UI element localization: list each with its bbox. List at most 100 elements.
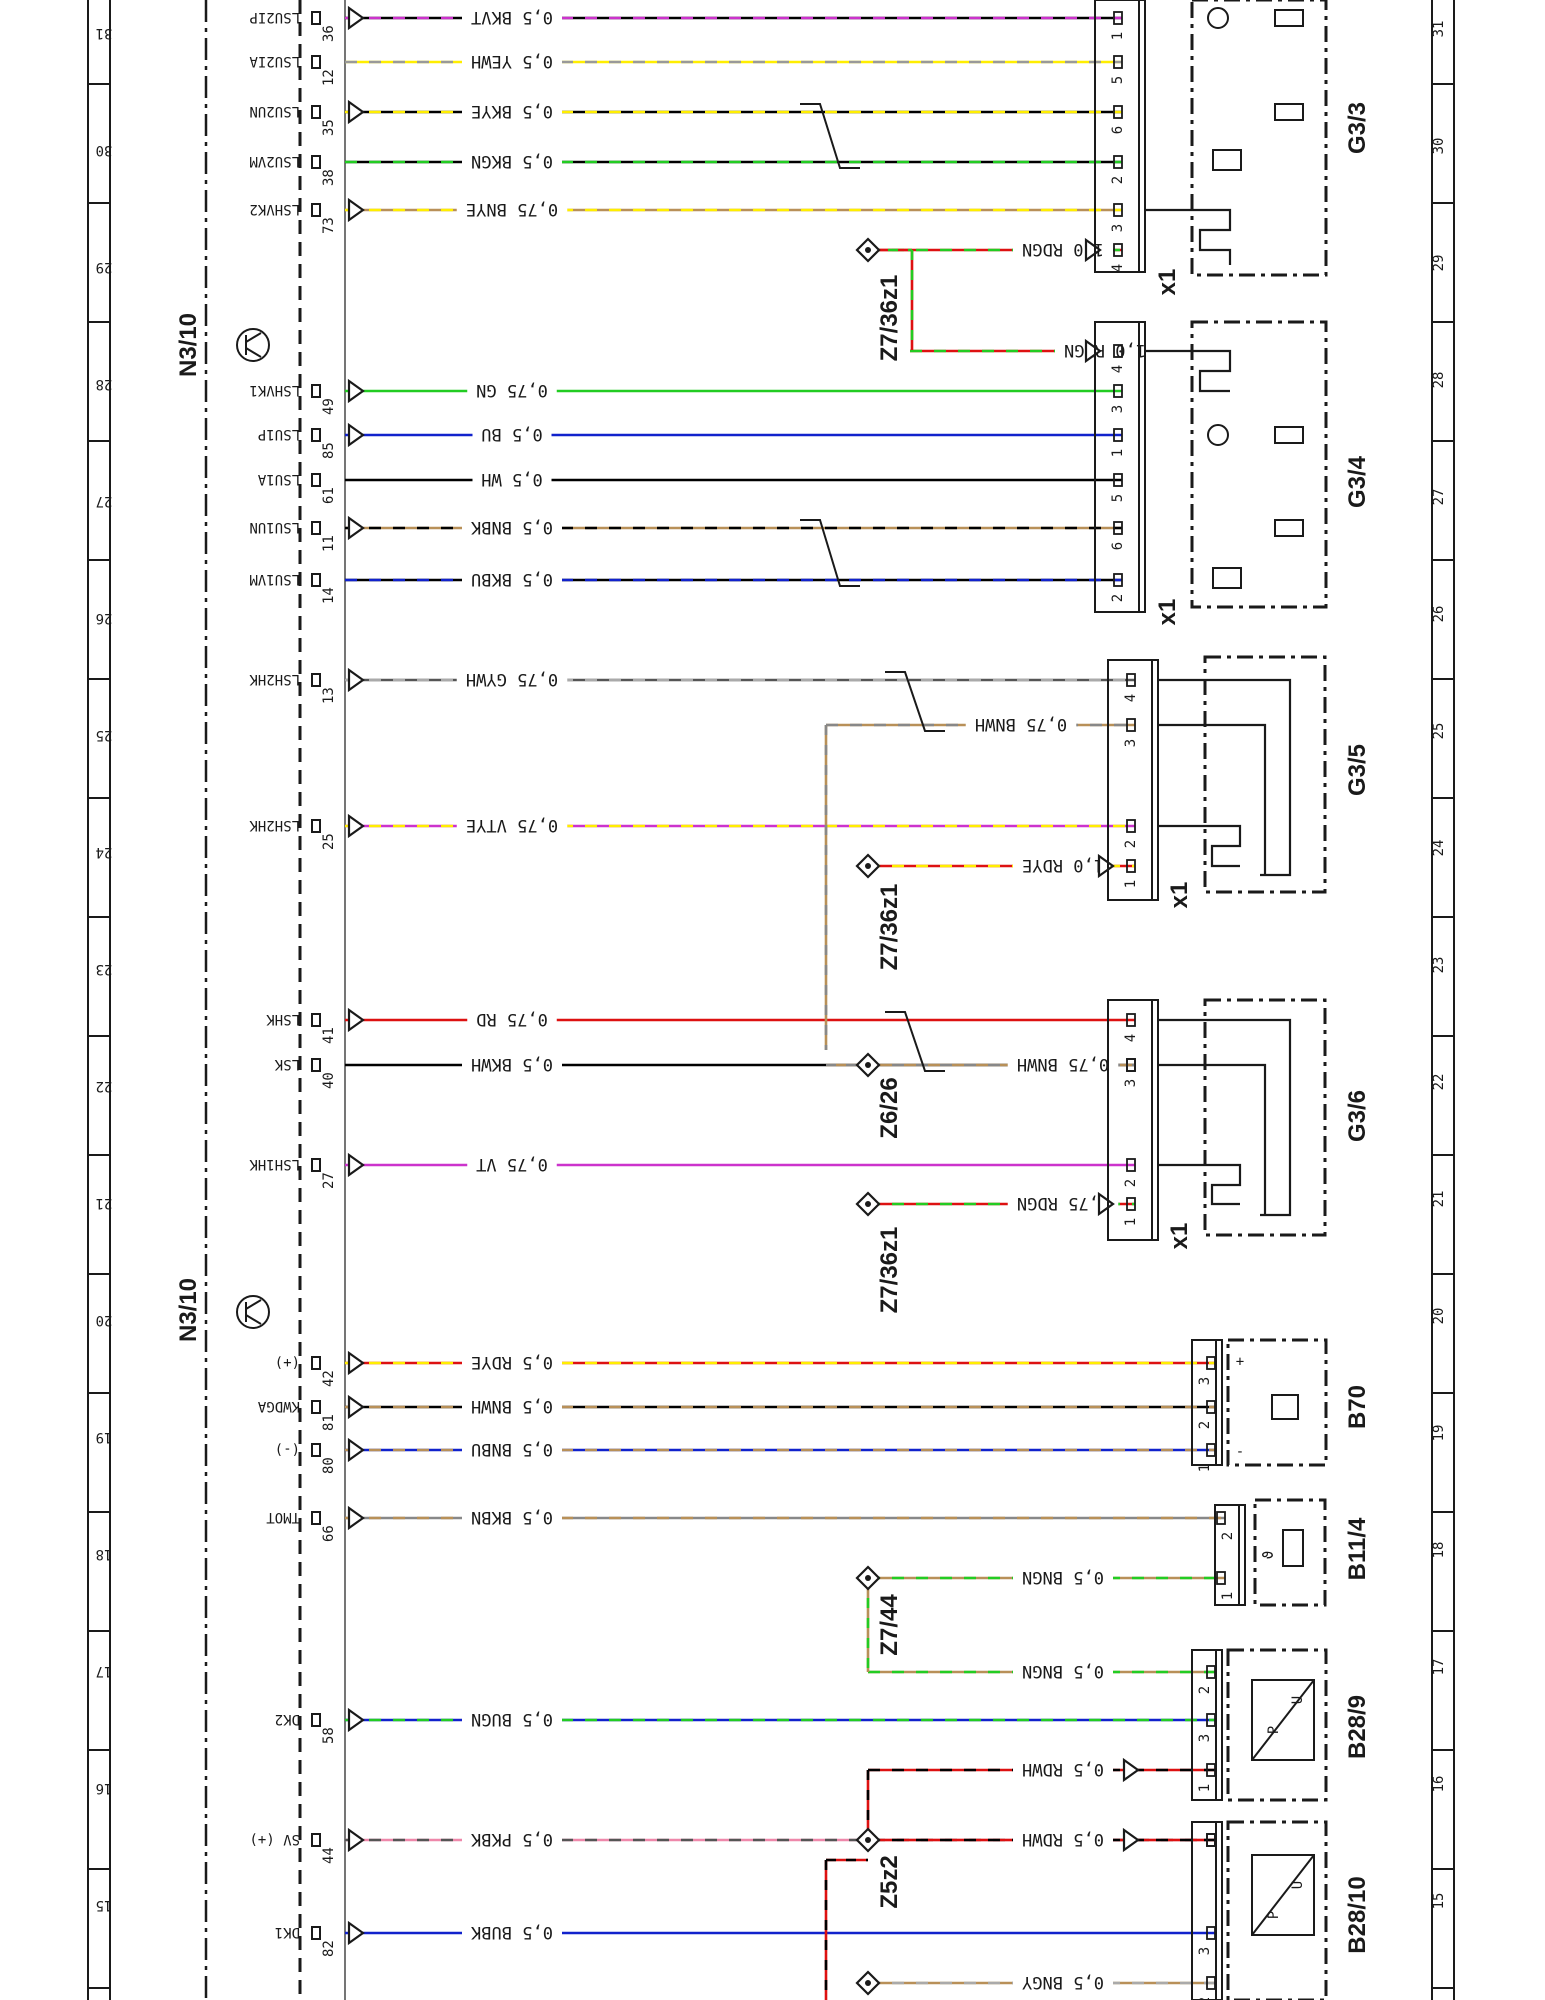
connector-label-x1: x1: [1154, 599, 1181, 626]
g34-variable-resistor-icon: [1212, 567, 1242, 589]
wire-label-bg: [462, 1828, 562, 1852]
ecu-pin-terminal: [311, 1013, 321, 1027]
ecu-pin-number: 80: [321, 1457, 337, 1474]
g35-sensor-element: [1158, 678, 1292, 877]
wire-label: 0,5 BKYE: [471, 101, 553, 121]
connector-pin-number: 4: [1123, 1034, 1139, 1042]
ecu-label-top: N3/10: [175, 313, 202, 377]
b289-pressure-sensor-icon: [1251, 1679, 1315, 1761]
ecu-pin-terminal: [311, 384, 321, 398]
wire-label: 0,75 GN: [476, 380, 548, 400]
twisted-pair-mark: [800, 519, 860, 587]
ecu-pin-terminal: [311, 819, 321, 833]
component-pin-terminal: [1113, 203, 1123, 217]
grid-number: 28: [1431, 372, 1447, 389]
grid-number: 31: [96, 25, 113, 41]
pu-sensor-u: U: [1290, 1696, 1306, 1704]
wire: 0,5 RDWH: [868, 1757, 1216, 1783]
component-pin-terminal: [1126, 859, 1136, 873]
component-label-b2810: B28/10: [1344, 1876, 1371, 1953]
grid-number: 15: [96, 1897, 113, 1913]
ecu-pin-terminal: [311, 1511, 321, 1525]
wire-arrow: [347, 667, 365, 693]
wire-label: 0,5 RDWH: [1022, 1829, 1104, 1849]
connector-body: [1094, 0, 1146, 273]
component-housing: [1190, 0, 1328, 277]
component-pin-terminal: [1126, 1058, 1136, 1072]
ecu-pin-terminal: [311, 1158, 321, 1172]
ecu-signal-name: LSU1P: [258, 426, 300, 442]
wire-label: 0,5 BNBU: [471, 1439, 553, 1459]
component-pin-terminal: [1113, 384, 1123, 398]
ecu-pin-terminal: [311, 473, 321, 487]
connector-body: [1191, 1649, 1223, 1801]
component-pin-terminal: [1113, 428, 1123, 442]
connector-body: [1214, 1504, 1246, 1606]
splice-dot: [865, 1837, 871, 1843]
wire-label-bg: [462, 1351, 562, 1375]
splice-label: Z7/44: [876, 1594, 903, 1656]
b289-sensor-diagonal: [1251, 1679, 1315, 1761]
ecu-pin-number: 27: [321, 1172, 337, 1189]
wire-label: 0,5 BNGN: [1022, 1567, 1104, 1587]
grid-number: 22: [1431, 1074, 1447, 1091]
wire-label-bg: [462, 1921, 562, 1945]
wire-label: 0,75 BNWH: [1017, 1054, 1109, 1074]
ecu-signal-name: TMOT: [266, 1509, 300, 1525]
wire: 0,5 BNGY: [868, 1971, 1216, 1995]
wire-arrow: [1084, 237, 1102, 263]
ecu-pin-terminal: [311, 203, 321, 217]
component-pin-terminal: [1126, 673, 1136, 687]
grid-number: 23: [1431, 957, 1447, 974]
splice-label: Z7/36z1: [876, 1227, 903, 1314]
ecu-pin-number: 42: [321, 1370, 337, 1387]
grid-number: 26: [1431, 606, 1447, 623]
wire-arrow: [347, 515, 365, 541]
wire-label-bg: [462, 1438, 562, 1462]
ecu-pin-number: 44: [321, 1847, 337, 1864]
connector-pin-number: 1: [1110, 449, 1126, 457]
connector-pin-number: 6: [1110, 542, 1126, 550]
splice-dot: [865, 1062, 871, 1068]
wire-label: 0,5 BUGN: [471, 1709, 553, 1729]
wire-label-bg: [462, 516, 562, 540]
splice-dot: [865, 1201, 871, 1207]
wire-label: 0,5 WH: [481, 469, 542, 489]
component-labels: G3/3 G3/4 G3/5 G3/6 B70 B11/4 B28/9 B28/…: [876, 102, 1371, 1954]
grid-number: 21: [96, 1195, 113, 1211]
connector-pin-number: 4: [1123, 694, 1139, 702]
component-label-b70: B70: [1344, 1385, 1371, 1429]
wire: 0,5 RDWH: [868, 1827, 1216, 1853]
grid-number: 16: [1431, 1776, 1447, 1793]
grid-number: 31: [1431, 21, 1447, 38]
grid-number: 22: [96, 1078, 113, 1094]
connector-pin-number: 2: [1110, 176, 1126, 184]
wire-label: 1,0 RDGN: [1022, 239, 1104, 259]
wire-label: 0,5 BNGY: [1022, 1972, 1104, 1992]
wire-label: 0,5 BKWH: [471, 1054, 553, 1074]
ecu-label-bottom: N3/10: [175, 1278, 202, 1342]
wire: 0,75 RDGN: [868, 1191, 1136, 1217]
connector-pin-number: 3: [1197, 1947, 1213, 1955]
wire-arrow: [347, 5, 365, 31]
grid-number: 18: [1431, 1542, 1447, 1559]
wire-label-bg: [462, 150, 562, 174]
connector-body: [1107, 659, 1159, 901]
wire-arrow: [347, 1350, 365, 1376]
wire-label-bg: [1007, 1053, 1119, 1077]
wire-label-bg: [467, 379, 557, 403]
ecu-pin-number: 66: [321, 1525, 337, 1542]
wire-label-bg: [462, 1506, 562, 1530]
component-pin-terminal: [1113, 243, 1123, 257]
ecu-pin-number: 38: [321, 169, 337, 186]
g33-resistor-icon: [1274, 103, 1304, 121]
b2810-sensor-diagonal: [1251, 1854, 1315, 1936]
component-pin-terminal: [1126, 718, 1136, 732]
connector-pin-number: 3: [1110, 224, 1126, 232]
wire-arrow: [347, 422, 365, 448]
